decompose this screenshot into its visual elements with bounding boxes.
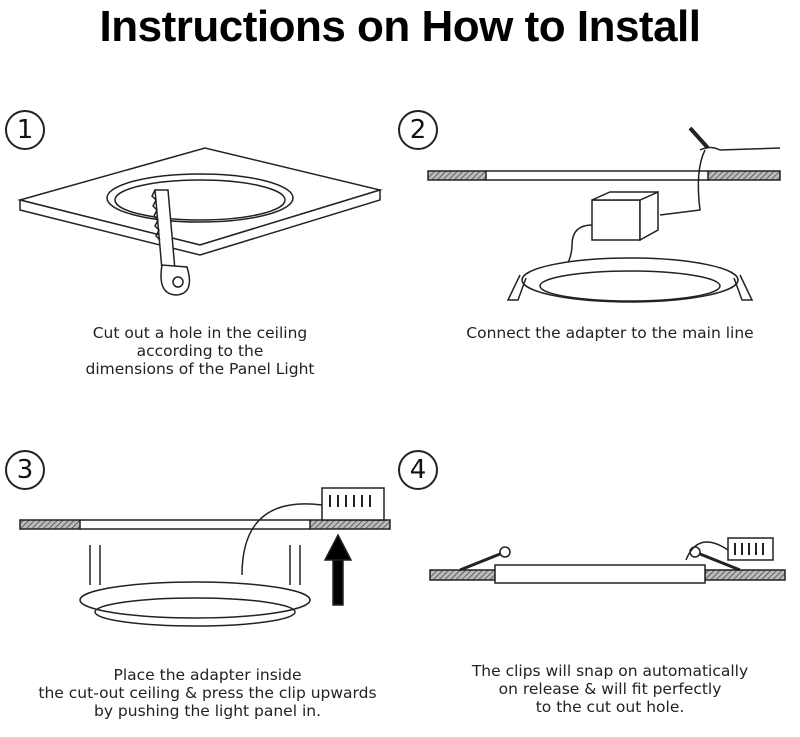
- step1-ceiling-saw-illustration: [17, 147, 383, 296]
- step-4-number: 4: [398, 450, 438, 490]
- caption-line: The clips will snap on automatically: [471, 662, 749, 680]
- caption-line: by pushing the light panel in.: [93, 702, 322, 720]
- step4-clips-snap-illustration: [429, 537, 786, 584]
- caption-line: according to the: [136, 342, 264, 360]
- caption-line: dimensions of the Panel Light: [85, 360, 315, 378]
- caption-line: Connect the adapter to the main line: [466, 324, 754, 342]
- caption-line: Cut out a hole in the ceiling: [92, 324, 308, 342]
- step2-connect-adapter-illustration: [427, 126, 781, 303]
- step3-place-adapter-illustration: [19, 487, 391, 627]
- page-title: Instructions on How to Install: [99, 2, 702, 51]
- caption-line: on release & will fit perfectly: [498, 680, 722, 698]
- caption-line: to the cut out hole.: [535, 698, 685, 716]
- step-2-caption: Connect the adapter to the main line: [420, 324, 800, 342]
- step-3-caption: Place the adapter inside the cut-out cei…: [0, 666, 415, 720]
- step-1-caption: Cut out a hole in the ceiling according …: [0, 324, 400, 378]
- caption-line: Place the adapter inside: [113, 666, 302, 684]
- step-4-caption: The clips will snap on automatically on …: [420, 662, 800, 716]
- step-2-number: 2: [398, 110, 438, 150]
- step-1-number: 1: [5, 110, 45, 150]
- caption-line: the cut-out ceiling & press the clip upw…: [38, 684, 377, 702]
- step-3-number: 3: [5, 450, 45, 490]
